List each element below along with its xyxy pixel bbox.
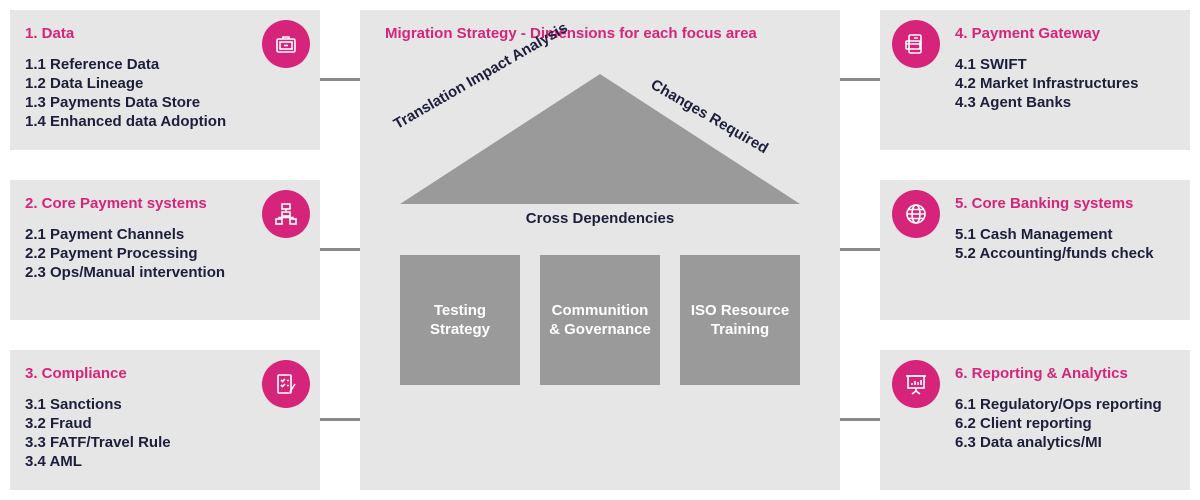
panel-items: 5.1 Cash Management 5.2 Accounting/funds… bbox=[955, 225, 1154, 263]
migration-strategy-area: Migration Strategy - Dimensions for each… bbox=[360, 10, 840, 490]
list-item: 1.4 Enhanced data Adoption bbox=[25, 113, 227, 130]
pillar-communication-governance: Communition & Governance bbox=[540, 255, 660, 385]
panel-items: 4.1 SWIFT 4.2 Market Infrastructures 4.3… bbox=[955, 55, 1138, 112]
connector-compliance bbox=[320, 418, 360, 421]
panel-items: 2.1 Payment Channels 2.2 Payment Process… bbox=[25, 225, 225, 282]
panel-compliance: 3. Compliance 3.1 Sanctions 3.2 Fraud 3.… bbox=[10, 350, 320, 490]
list-item: 4.1 SWIFT bbox=[955, 56, 1027, 73]
panel-core-payment: 2. Core Payment systems 2.1 Payment Chan… bbox=[10, 180, 320, 320]
list-item: 3.1 Sanctions bbox=[25, 396, 122, 413]
connector-data bbox=[320, 78, 360, 81]
connector-core-payment bbox=[320, 248, 360, 251]
list-item: 2.3 Ops/Manual intervention bbox=[25, 264, 226, 281]
panel-title: 2. Core Payment systems bbox=[25, 195, 207, 212]
panel-payment-gateway: 4. Payment Gateway 4.1 SWIFT 4.2 Market … bbox=[880, 10, 1190, 150]
list-item: 3.4 AML bbox=[25, 453, 82, 470]
flowchart-icon bbox=[262, 190, 310, 238]
globe-icon bbox=[892, 190, 940, 238]
card-payment-icon bbox=[892, 20, 940, 68]
list-item: 2.2 Payment Processing bbox=[25, 245, 198, 262]
panel-items: 3.1 Sanctions 3.2 Fraud 3.3 FATF/Travel … bbox=[25, 395, 171, 471]
connector-payment-gateway bbox=[840, 78, 880, 81]
presentation-chart-icon bbox=[892, 360, 940, 408]
checklist-icon bbox=[262, 360, 310, 408]
panel-reporting: 6. Reporting & Analytics 6.1 Regulatory/… bbox=[880, 350, 1190, 490]
panel-title: 6. Reporting & Analytics bbox=[955, 365, 1128, 382]
panel-title: 1. Data bbox=[25, 25, 75, 42]
list-item: 6.3 Data analytics/MI bbox=[955, 434, 1102, 451]
list-item: 6.1 Regulatory/Ops reporting bbox=[955, 396, 1162, 413]
panel-title: 4. Payment Gateway bbox=[955, 25, 1101, 42]
list-item: 5.1 Cash Management bbox=[955, 226, 1113, 243]
panel-data: 1. Data 1.1 Reference Data 1.2 Data Line… bbox=[10, 10, 320, 150]
panel-title: 5. Core Banking systems bbox=[955, 195, 1134, 212]
list-item: 1.1 Reference Data bbox=[25, 56, 160, 73]
center-title: Migration Strategy - Dimensions for each… bbox=[385, 25, 757, 42]
connector-reporting bbox=[840, 418, 880, 421]
pillar-testing-strategy: Testing Strategy bbox=[400, 255, 520, 385]
list-item: 2.1 Payment Channels bbox=[25, 226, 185, 243]
panel-title: 3. Compliance bbox=[25, 365, 127, 382]
pillar-iso-resource-training: ISO Resource Training bbox=[680, 255, 800, 385]
list-item: 4.2 Market Infrastructures bbox=[955, 75, 1139, 92]
connector-core-banking bbox=[840, 248, 880, 251]
list-item: 3.2 Fraud bbox=[25, 415, 92, 432]
list-item: 1.2 Data Lineage bbox=[25, 75, 144, 92]
panel-core-banking: 5. Core Banking systems 5.1 Cash Managem… bbox=[880, 180, 1190, 320]
roof-triangle bbox=[400, 74, 800, 204]
panel-items: 6.1 Regulatory/Ops reporting 6.2 Client … bbox=[955, 395, 1162, 452]
list-item: 6.2 Client reporting bbox=[955, 415, 1092, 432]
panel-items: 1.1 Reference Data 1.2 Data Lineage 1.3 … bbox=[25, 55, 226, 131]
cross-dependencies-label: Cross Dependencies bbox=[525, 210, 675, 227]
list-item: 4.3 Agent Banks bbox=[955, 94, 1072, 111]
list-item: 3.3 FATF/Travel Rule bbox=[25, 434, 171, 451]
briefcase-icon bbox=[262, 20, 310, 68]
list-item: 1.3 Payments Data Store bbox=[25, 94, 201, 111]
list-item: 5.2 Accounting/funds check bbox=[955, 245, 1154, 262]
